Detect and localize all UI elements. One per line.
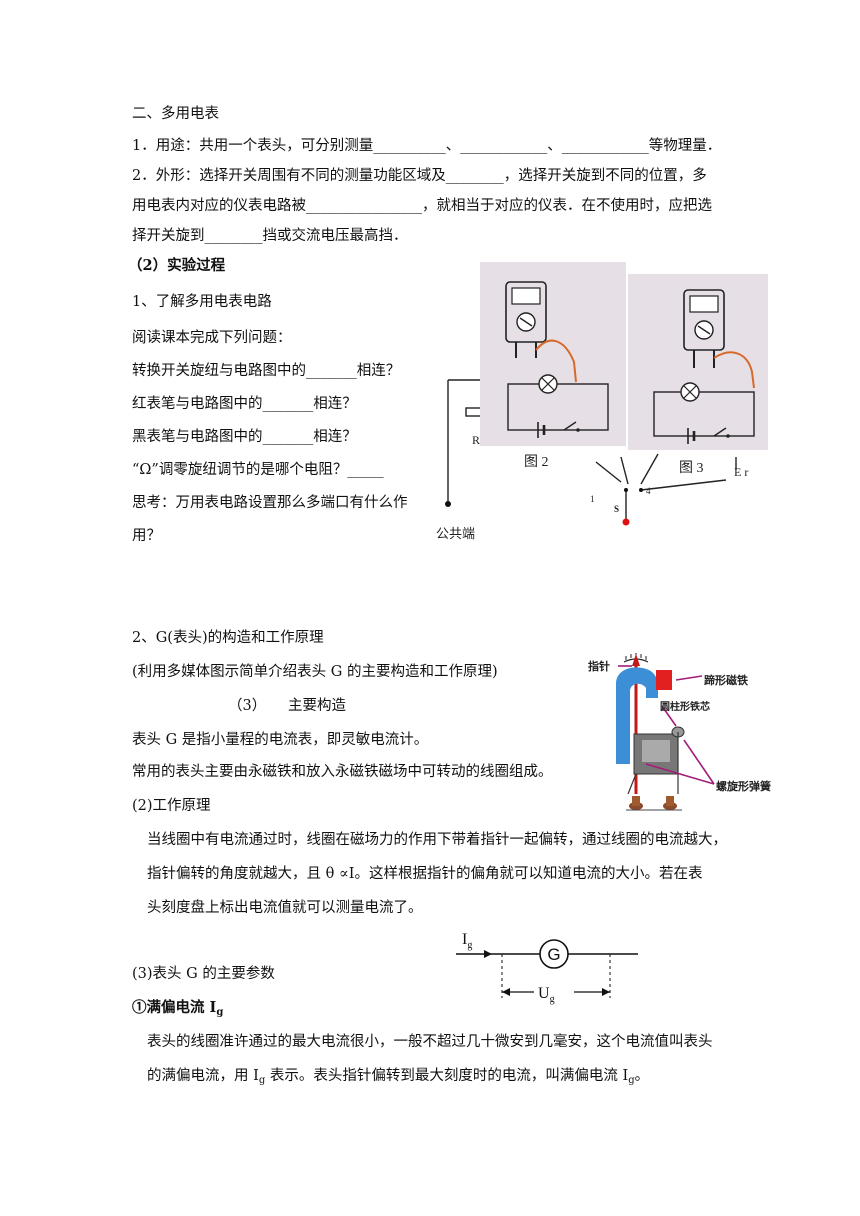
multimeter-circuit-figure: R E r 1 4 S 图 2 bbox=[436, 262, 768, 541]
figure-3 bbox=[628, 274, 768, 450]
galvanometer-symbol: G Ig Ug bbox=[456, 931, 638, 1005]
label-pointer: 指针 bbox=[588, 659, 610, 673]
process-heading: （2）实验过程 bbox=[128, 257, 226, 274]
item-shape-line1: 2．外形：选择开关周围有不同的测量功能区域及________，选择开关旋到不同的… bbox=[132, 168, 707, 184]
figure-2 bbox=[480, 262, 626, 446]
structure-heading: （3） 主要构造 bbox=[228, 698, 346, 714]
label-magnet: 蹄形磁铁 bbox=[704, 673, 748, 687]
item-shape-line2: 用电表内对应的仪表电路被________________，就相当于对应的仪表．在… bbox=[132, 198, 712, 214]
galvanometer-title: 2、G(表头)的构造和工作原理 bbox=[132, 630, 324, 646]
structure-p2: 常用的表头主要由永磁铁和放入永磁铁磁场中可转动的线圈组成。 bbox=[132, 764, 553, 780]
think-line2: 用？ bbox=[132, 528, 161, 544]
item-shape-line3: 择开关旋到________挡或交流电压最高挡． bbox=[132, 228, 408, 244]
full-scale-desc1: 表头的线圈准许通过的最大电流很小，一般不超过几十微安到几毫安，这个电流值叫表头 bbox=[147, 1034, 713, 1050]
figure-3-caption: 图 3 bbox=[679, 461, 704, 476]
structure-p1: 表头 G 是指小量程的电流表，即灵敏电流计。 bbox=[132, 732, 429, 748]
switch-label-s: S bbox=[614, 504, 619, 514]
question-4: “Ω”调零旋纽调节的是哪个电阻？_____ bbox=[132, 462, 384, 478]
ug-label: Ug bbox=[538, 985, 555, 1005]
principle-line2: 指针偏转的角度就越大，且 θ ∝I。这样根据指针的偏角就可以知道电流的大小。若在… bbox=[147, 866, 703, 882]
principle-line3: 头刻度盘上标出电流值就可以测量电流了。 bbox=[147, 900, 423, 916]
common-terminal-label: 公共端 bbox=[436, 526, 475, 541]
question-1: 转换开关旋纽与电路图中的_______相连？ bbox=[132, 363, 401, 379]
full-scale-heading: ①满偏电流 Ig bbox=[132, 999, 224, 1018]
sub-heading-1: 1、了解多用电表电路 bbox=[132, 294, 272, 310]
full-scale-desc2: 的满偏电流，用 Ig 表示。表头指针偏转到最大刻度时的电流，叫满偏电流 Ig。 bbox=[147, 1068, 650, 1086]
think-line1: 思考：万用表电路设置那么多端口有什么作 bbox=[132, 495, 408, 511]
g-letter: G bbox=[547, 945, 560, 964]
battery-label: E r bbox=[734, 465, 748, 479]
terminal-label-4: 4 bbox=[646, 486, 651, 496]
read-text: 阅读课本完成下列问题： bbox=[132, 330, 292, 346]
figure-2-caption: 图 2 bbox=[524, 455, 549, 470]
item-usage: 1．用途：共用一个表头，可分别测量__________、____________… bbox=[132, 138, 722, 154]
question-3: 黑表笔与电路图中的_______相连？ bbox=[132, 429, 357, 445]
label-core: 圆柱形铁芯 bbox=[660, 700, 710, 713]
principle-heading: (2)工作原理 bbox=[132, 798, 211, 814]
params-heading: (3)表头 G 的主要参数 bbox=[132, 966, 275, 982]
terminal-label-1: 1 bbox=[590, 494, 595, 504]
label-spring: 螺旋形弹簧 bbox=[716, 779, 771, 793]
question-2: 红表笔与电路图中的_______相连？ bbox=[132, 396, 357, 412]
section-title: 二、多用电表 bbox=[132, 106, 219, 122]
resistor-label: R bbox=[472, 433, 480, 447]
principle-line1: 当线圈中有电流通过时，线圈在磁场力的作用下带着指针一起偏转，通过线圈的电流越大， bbox=[147, 832, 727, 848]
ig-label: Ig bbox=[462, 931, 472, 951]
galvanometer-intro: (利用多媒体图示简单介绍表头 G 的主要构造和工作原理) bbox=[132, 664, 498, 680]
galvanometer-structure-figure: 指针 蹄形磁铁 圆柱形铁芯 螺旋形弹簧 bbox=[588, 653, 771, 811]
